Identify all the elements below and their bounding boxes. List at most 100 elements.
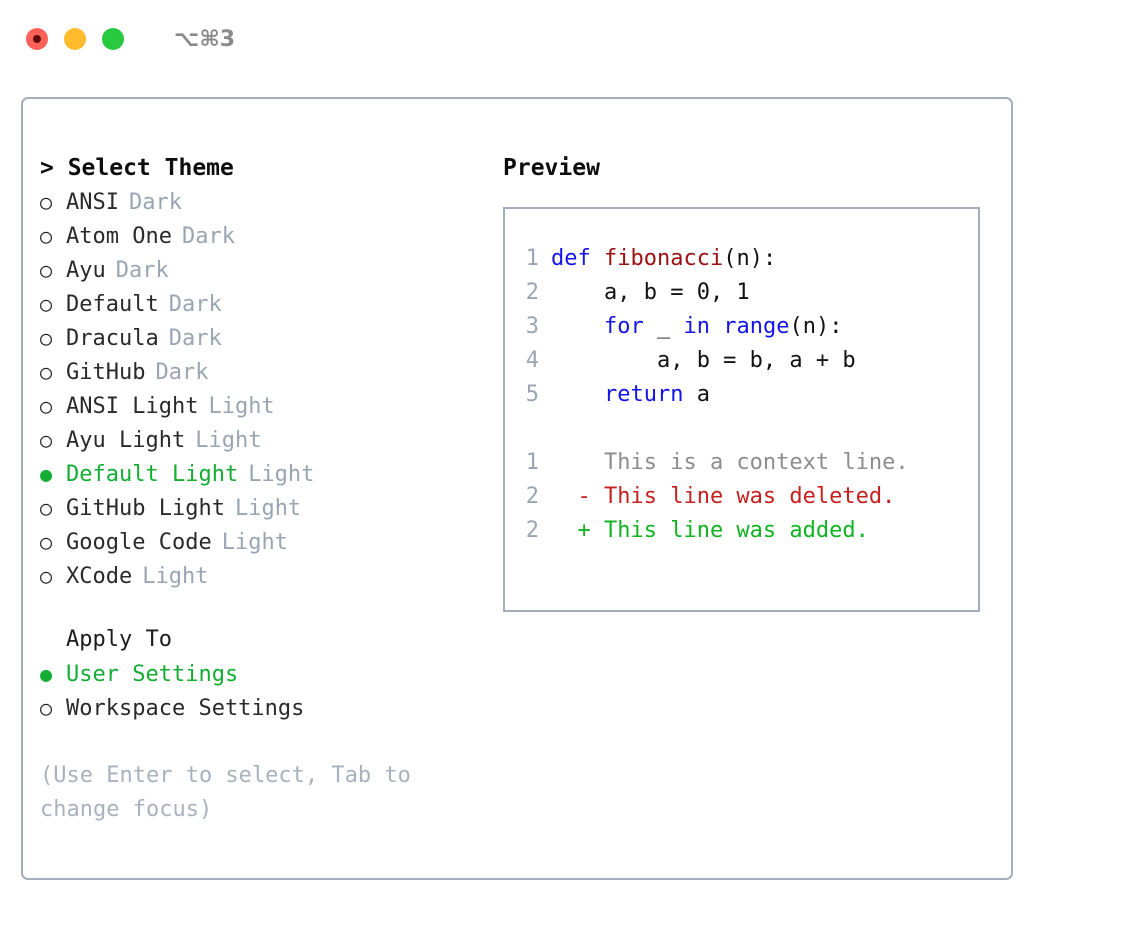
code-token-plain (551, 314, 604, 339)
code-text: for _ in range(n): (551, 310, 842, 344)
theme-name-label: XCode (66, 564, 133, 589)
radio-unselected-icon: ○ (40, 564, 53, 588)
theme-option-github-light[interactable]: ○ GitHub Light Light (40, 491, 488, 525)
theme-variant-tag: Light (208, 394, 275, 419)
theme-name-label: Dracula (66, 326, 159, 351)
line-number: 1 (525, 450, 539, 475)
code-token-plain: (n): (789, 314, 843, 339)
radio-unselected-icon: ○ (40, 224, 53, 248)
diff-line-del: 2 - This line was deleted. (505, 480, 978, 514)
radio-unselected-icon: ○ (40, 258, 53, 282)
theme-option-default[interactable]: ○ Default Dark (40, 287, 488, 321)
theme-variant-tag: Light (195, 428, 262, 453)
apply-to-option-label: User Settings (66, 662, 239, 687)
code-token-plain: (n): (723, 246, 777, 271)
maximize-button-icon[interactable] (102, 28, 124, 50)
radio-unselected-icon: ○ (40, 292, 53, 316)
diff-text: - This line was deleted. (551, 484, 896, 509)
code-line: 3 for _ in range(n): (505, 310, 978, 344)
preview-spacer (505, 412, 978, 446)
keyboard-shortcut-label: ⌥⌘3 (174, 26, 236, 52)
theme-variant-tag: Dark (181, 224, 235, 249)
theme-option-atom-one[interactable]: ○ Atom One Dark (40, 219, 488, 253)
theme-variant-tag: Light (221, 530, 288, 555)
code-line: 5 return a (505, 378, 978, 412)
code-line: 1 def fibonacci(n): (505, 242, 978, 276)
theme-name-label: GitHub (66, 360, 146, 385)
theme-variant-tag: Light (142, 564, 209, 589)
apply-to-option-workspace-settings[interactable]: ○ Workspace Settings (40, 691, 488, 725)
code-token-plain: _ (643, 314, 684, 339)
code-token-kw: def (551, 246, 604, 271)
diff-text: + This line was added. (551, 518, 869, 543)
diff-text: This is a context line. (551, 450, 909, 475)
line-number: 4 (525, 348, 539, 373)
code-token-plain (710, 314, 723, 339)
radio-unselected-icon: ○ (40, 496, 53, 520)
line-number: 5 (525, 382, 539, 407)
apply-to-options[interactable]: ●User Settings ○ Workspace Settings (40, 657, 488, 725)
theme-name-label: Default Light (66, 462, 239, 487)
line-number: 2 (525, 518, 539, 543)
line-number: 2 (525, 484, 539, 509)
theme-variant-tag: Dark (128, 190, 182, 215)
radio-unselected-icon: ○ (40, 326, 53, 350)
theme-name-label: Ayu (66, 258, 106, 283)
theme-variant-tag: Dark (168, 292, 222, 317)
theme-variant-tag: Light (234, 496, 302, 521)
code-token-kw: return (603, 382, 684, 407)
radio-unselected-icon: ○ (40, 428, 53, 452)
diff-line-add: 2 + This line was added. (505, 514, 978, 548)
window-controls (26, 28, 124, 50)
theme-name-label: Atom One (66, 224, 172, 249)
diff-line-ctx: 1 This is a context line. (505, 446, 978, 480)
code-text: a, b = b, a + b (551, 344, 856, 378)
theme-name-label: Default (66, 292, 159, 317)
select-theme-header: > Select Theme (40, 155, 234, 181)
radio-unselected-icon: ○ (40, 696, 53, 720)
code-token-plain (551, 382, 604, 407)
theme-variant-tag: Light (248, 462, 315, 487)
radio-unselected-icon: ○ (40, 360, 53, 384)
preview-header: Preview (503, 155, 600, 181)
code-text: a, b = 0, 1 (551, 276, 750, 310)
radio-selected-icon: ● (40, 462, 53, 486)
code-token-kw: for (603, 314, 644, 339)
diff-sample: 1 This is a context line.2 - This line w… (505, 446, 978, 548)
theme-name-label: ANSI (66, 190, 119, 215)
theme-name-label: Ayu Light (66, 428, 186, 453)
code-line: 2 a, b = 0, 1 (505, 276, 978, 310)
theme-option-xcode[interactable]: ○ XCode Light (40, 559, 488, 593)
code-text: return a (551, 378, 710, 412)
close-button-icon[interactable] (26, 28, 48, 50)
line-number: 2 (525, 280, 539, 305)
code-token-plain: a, b = b, a + b (551, 348, 856, 373)
minimize-button-icon[interactable] (64, 28, 86, 50)
title-bar: ⌥⌘3 (0, 0, 1140, 78)
apply-to-option-user-settings[interactable]: ●User Settings (40, 657, 488, 691)
code-text: def fibonacci(n): (551, 242, 776, 276)
keyboard-hint-text: (Use Enter to select, Tab to change focu… (40, 763, 411, 822)
theme-option-ayu-light[interactable]: ○ Ayu Light Light (40, 423, 488, 457)
theme-variant-tag: Dark (115, 258, 169, 283)
theme-option-ayu[interactable]: ○ Ayu Dark (40, 253, 488, 287)
line-number: 3 (525, 314, 539, 339)
line-number: 1 (525, 246, 539, 271)
apply-to-option-label: Workspace Settings (66, 696, 305, 721)
code-token-plain: a, b = 0, 1 (551, 280, 750, 305)
code-token-kw: in (683, 314, 710, 339)
theme-name-label: GitHub Light (66, 496, 225, 521)
theme-option-default-light[interactable]: ● Default Light Light (40, 457, 488, 491)
radio-unselected-icon: ○ (40, 394, 53, 418)
